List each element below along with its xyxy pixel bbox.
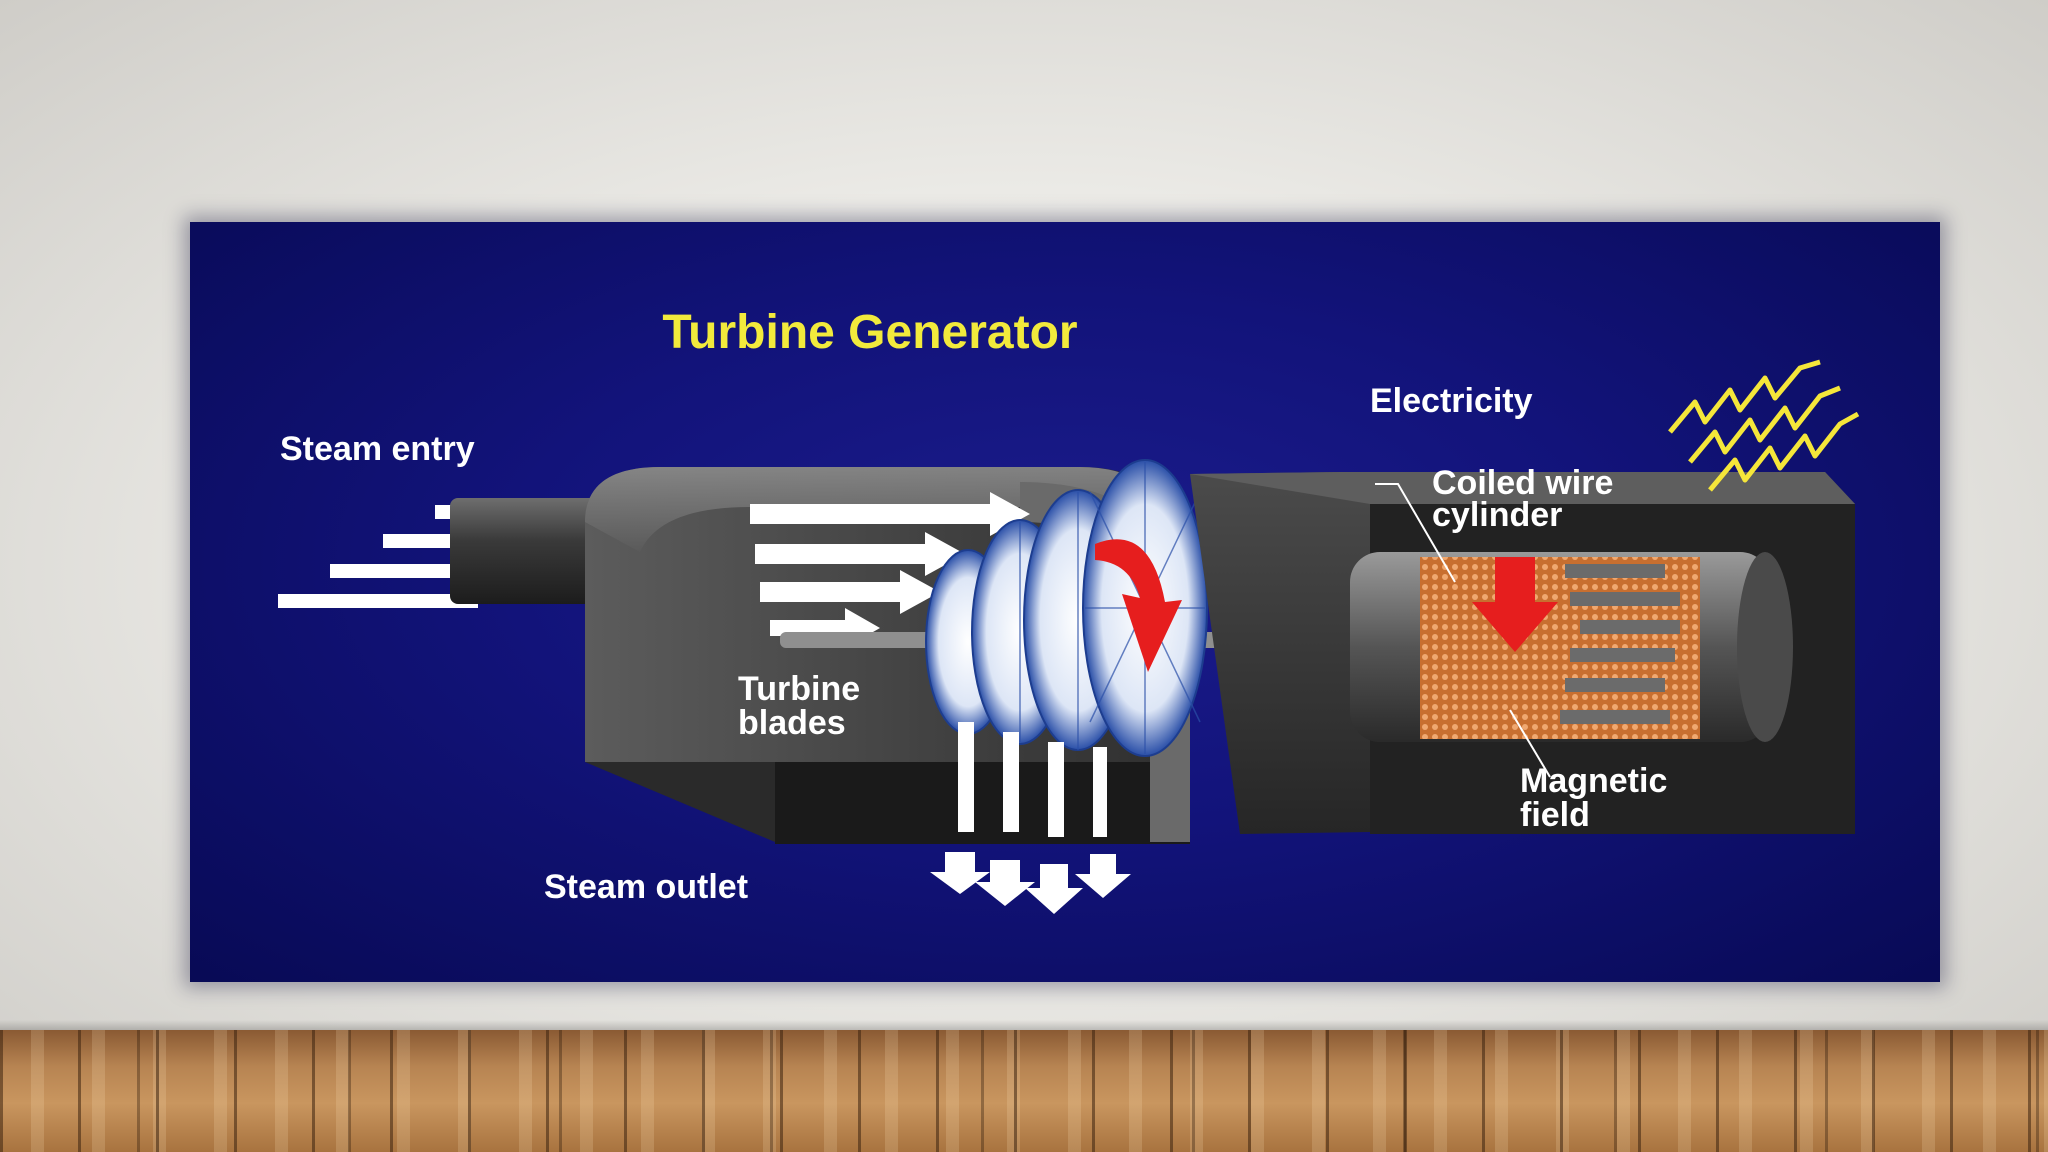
steam-outlet-arrows xyxy=(930,852,1131,914)
label-steam-outlet: Steam outlet xyxy=(544,868,748,906)
rotation-arrow-icon xyxy=(1095,539,1182,672)
leader-lines xyxy=(1375,483,1551,778)
generator-rotor xyxy=(1350,552,1793,742)
wooden-floor xyxy=(0,1030,2048,1152)
electricity-icon xyxy=(1668,359,1860,492)
label-magnetic-field-2: field xyxy=(1520,796,1590,834)
label-turbine-blades-1: Turbine xyxy=(738,670,860,708)
label-steam-entry: Steam entry xyxy=(280,430,475,468)
label-coiled-wire-1: Coiled wire xyxy=(1432,464,1613,502)
label-electricity: Electricity xyxy=(1370,382,1533,420)
turbine-generator-poster: Turbine Generator xyxy=(190,222,1940,982)
steam-outlet-columns xyxy=(958,722,1107,837)
turbine-diagram: Turbine Generator xyxy=(278,306,1860,914)
diagram-title: Turbine Generator xyxy=(662,306,1077,359)
label-coiled-wire-2: cylinder xyxy=(1432,496,1562,534)
label-turbine-blades-2: blades xyxy=(738,704,846,742)
label-magnetic-field-1: Magnetic xyxy=(1520,762,1667,800)
